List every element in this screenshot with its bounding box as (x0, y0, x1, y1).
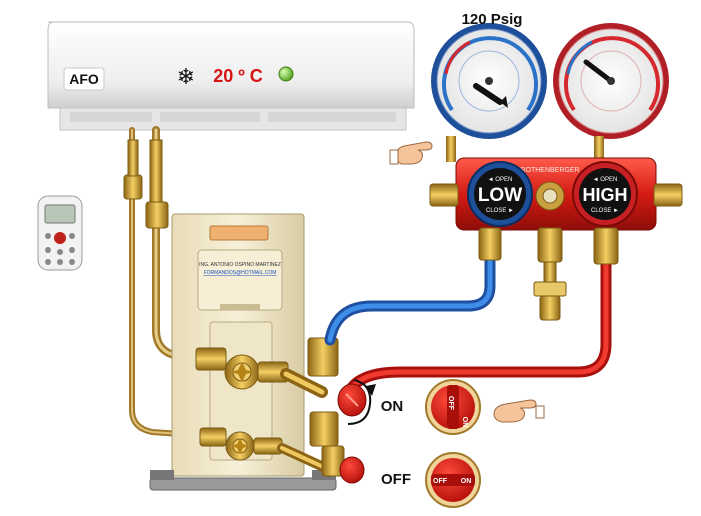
low-port-fitting (478, 227, 502, 261)
ac-status-led (278, 66, 294, 82)
high-side-valve-knob[interactable] (572, 161, 638, 227)
pressure-reading-label: 120 Psig (462, 11, 523, 28)
low-pressure-gauge (431, 23, 547, 139)
condenser-plate-email: FORMANDOS@HOTMAIL.COM (204, 270, 277, 276)
hose-valve-knob-on[interactable] (337, 383, 367, 417)
high-port-fitting (593, 227, 619, 265)
on-state-label: ON (381, 398, 404, 415)
high-valve-open-label: ◄ OPEN (593, 177, 618, 183)
high-pressure-gauge (553, 23, 669, 139)
pointing-hand-icon-switch (493, 399, 545, 423)
low-valve-open-label: ◄ OPEN (488, 177, 513, 183)
manifold-brand: ROTHENBERGER (520, 167, 579, 174)
switch-on-bottom-text: ON (461, 417, 468, 428)
liquid-service-valve[interactable] (199, 427, 283, 461)
suction-service-valve[interactable] (195, 347, 289, 390)
switch-on-state[interactable] (425, 379, 481, 435)
off-state-label: OFF (381, 471, 411, 488)
ac-temperature-display: 20 º C (213, 66, 263, 86)
hose-valve-knob-off[interactable] (321, 445, 365, 484)
pointing-hand-icon (389, 141, 433, 165)
low-side-valve-knob[interactable] (467, 161, 533, 227)
high-valve-label: HIGH (583, 185, 628, 205)
high-valve-close-label: CLOSE ► (591, 208, 619, 214)
red-high-side-hose (340, 256, 612, 406)
switch-off-right-text: ON (461, 478, 472, 485)
rotation-arrow-icon (347, 379, 372, 425)
switch-on-top-text: OFF (447, 396, 454, 411)
flare-nut-indoor-1 (123, 174, 143, 200)
blue-low-side-hose (324, 244, 496, 346)
ac-brand-label: AFO (69, 71, 99, 87)
low-valve-label: LOW (478, 185, 522, 206)
center-port-fitting (533, 227, 567, 321)
low-valve-close-label: CLOSE ► (486, 208, 514, 214)
service-port-fitting-upper[interactable] (280, 337, 339, 398)
switch-off-state[interactable] (425, 452, 481, 508)
remote-control[interactable] (37, 195, 83, 271)
snowflake-icon: ❄ (177, 65, 195, 90)
flare-nut-indoor-2 (145, 201, 169, 229)
ac-indoor-unit (47, 21, 415, 131)
condenser-plate-name: ING. ANTONIO OSPINO MARTINEZ (199, 262, 281, 268)
manifold-body (429, 136, 683, 231)
switch-off-left-text: OFF (433, 478, 448, 485)
